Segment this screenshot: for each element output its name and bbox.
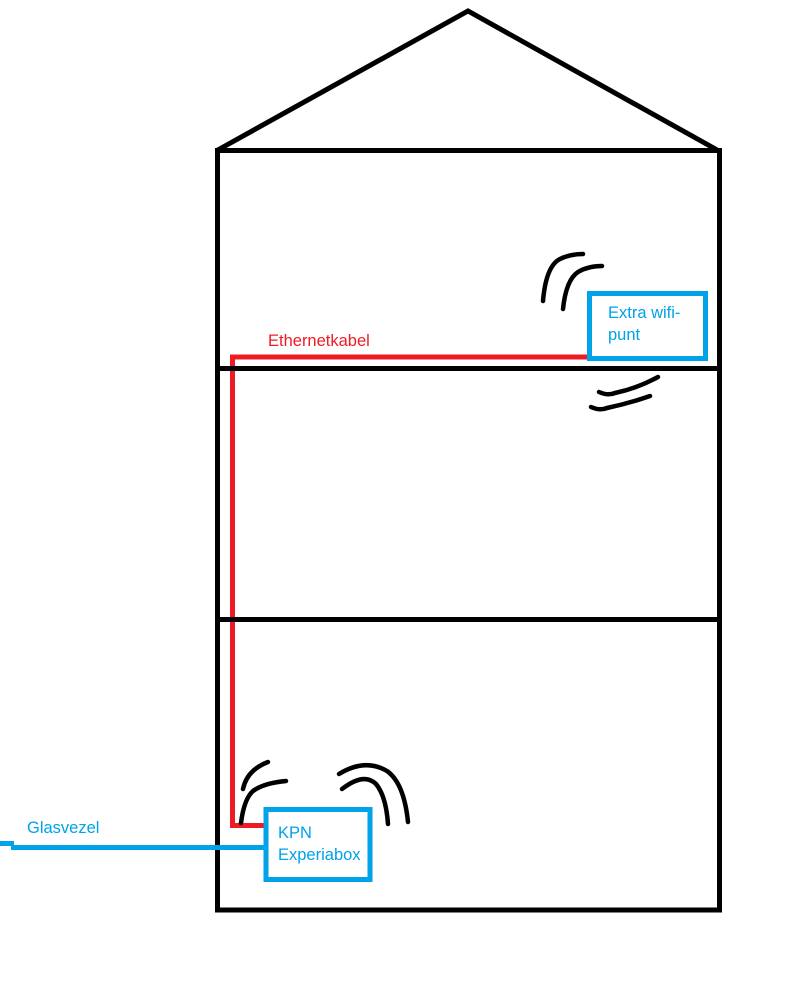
router-box: KPN Experiabox	[263, 807, 373, 882]
house-outline	[214, 8, 722, 913]
wifi-signal-marks-floor	[588, 374, 661, 412]
wifi-point-box-border	[587, 291, 708, 361]
wifi-arc-icon	[339, 776, 391, 827]
wifi-arc-icon	[240, 759, 271, 792]
fiber-label: Glasvezel	[27, 819, 99, 837]
router-label-line1: KPN	[278, 824, 312, 842]
fiber-line	[0, 841, 264, 850]
wifi-arc-icon	[560, 263, 605, 312]
wifi-point-box: Extra wifi- punt	[587, 291, 708, 361]
wifi-wave-icon	[588, 393, 653, 412]
router-label-line2: Experiabox	[278, 846, 361, 864]
ethernet-cable-line	[230, 354, 588, 828]
wifi-signal-marks-top	[540, 251, 605, 312]
wifi-point-label-line2: punt	[608, 326, 641, 344]
router-box-border	[263, 807, 373, 882]
wifi-wave-icon	[596, 374, 661, 397]
wifi-arc-icon	[336, 763, 411, 825]
wifi-signal-marks-router-left	[238, 759, 289, 826]
wifi-point-label-line1: Extra wifi-	[608, 304, 680, 322]
wifi-arc-icon	[238, 778, 289, 826]
wifi-signal-marks-router-right	[336, 763, 411, 827]
ethernet-cable-label: Ethernetkabel	[268, 332, 370, 350]
wifi-arc-icon	[540, 251, 586, 304]
roof	[214, 8, 721, 154]
